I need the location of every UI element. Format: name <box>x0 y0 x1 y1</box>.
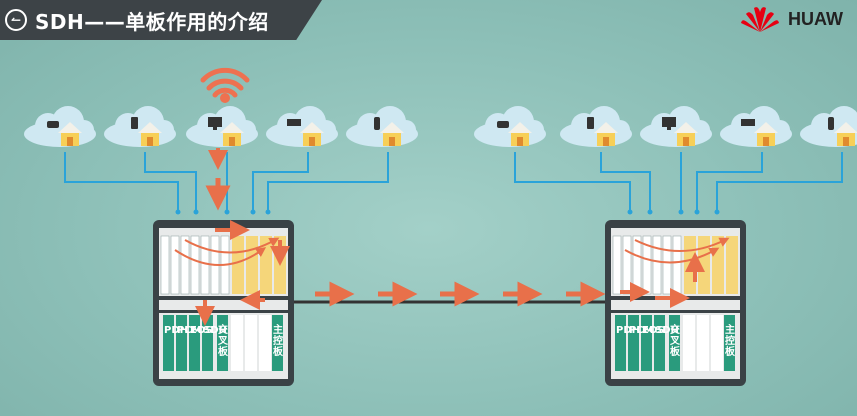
telephone-icon <box>497 121 509 128</box>
left-card-main-control: 主控板 <box>273 325 283 358</box>
right-cloud-monitor <box>640 106 712 147</box>
right-port-dots <box>627 209 720 215</box>
left-card-pdh: PDH <box>164 325 188 336</box>
camera-icon <box>741 119 755 126</box>
left-connection-lines <box>64 152 389 212</box>
camera-icon <box>287 119 301 126</box>
left-card-sdh: SDH <box>203 325 227 336</box>
left-sdh-rack <box>153 220 294 386</box>
monitor-icon <box>208 117 222 127</box>
right-card-pdh: PDH <box>616 325 640 336</box>
left-card-eos: EOS <box>190 325 213 336</box>
left-cloud-camera <box>266 106 338 147</box>
back-arrow-icon[interactable]: ↼ <box>5 9 27 31</box>
monitor-icon <box>662 117 676 127</box>
left-port-dots <box>175 209 271 215</box>
left-cloud-handset <box>346 106 418 147</box>
huawei-petal-icon <box>741 7 779 32</box>
right-cloud-telephone <box>474 106 546 147</box>
right-card-cross-connect: 交叉板 <box>670 325 680 358</box>
mobile-phone-icon <box>587 117 594 129</box>
left-cloud-telephone <box>24 106 96 147</box>
right-sdh-rack <box>605 220 746 386</box>
handset-icon <box>828 117 834 130</box>
right-cloud-handset <box>800 106 857 147</box>
right-card-eos: EOS <box>642 325 665 336</box>
right-connection-lines <box>514 152 843 212</box>
telephone-icon <box>47 121 59 128</box>
huawei-logo: HUAW <box>740 6 843 32</box>
left-cloud-monitor <box>186 106 258 147</box>
handset-icon <box>374 117 380 130</box>
right-card-main-control: 主控板 <box>725 325 735 358</box>
left-card-cross-connect: 交叉板 <box>218 325 228 358</box>
right-cloud-camera <box>720 106 792 147</box>
wifi-signal-icon <box>200 67 250 103</box>
page-title: SDH——单板作用的介绍 <box>35 9 269 34</box>
right-card-pcm: PCM <box>629 325 654 336</box>
title-bar: ↼ SDH——单板作用的介绍 <box>0 0 322 40</box>
left-card-pcm: PCM <box>177 325 202 336</box>
left-cloud-mobile <box>104 106 176 147</box>
right-card-sdh: SDH <box>655 325 679 336</box>
mobile-phone-icon <box>131 117 138 129</box>
logo-text: HUAW <box>788 8 843 29</box>
right-cloud-mobile <box>560 106 632 147</box>
